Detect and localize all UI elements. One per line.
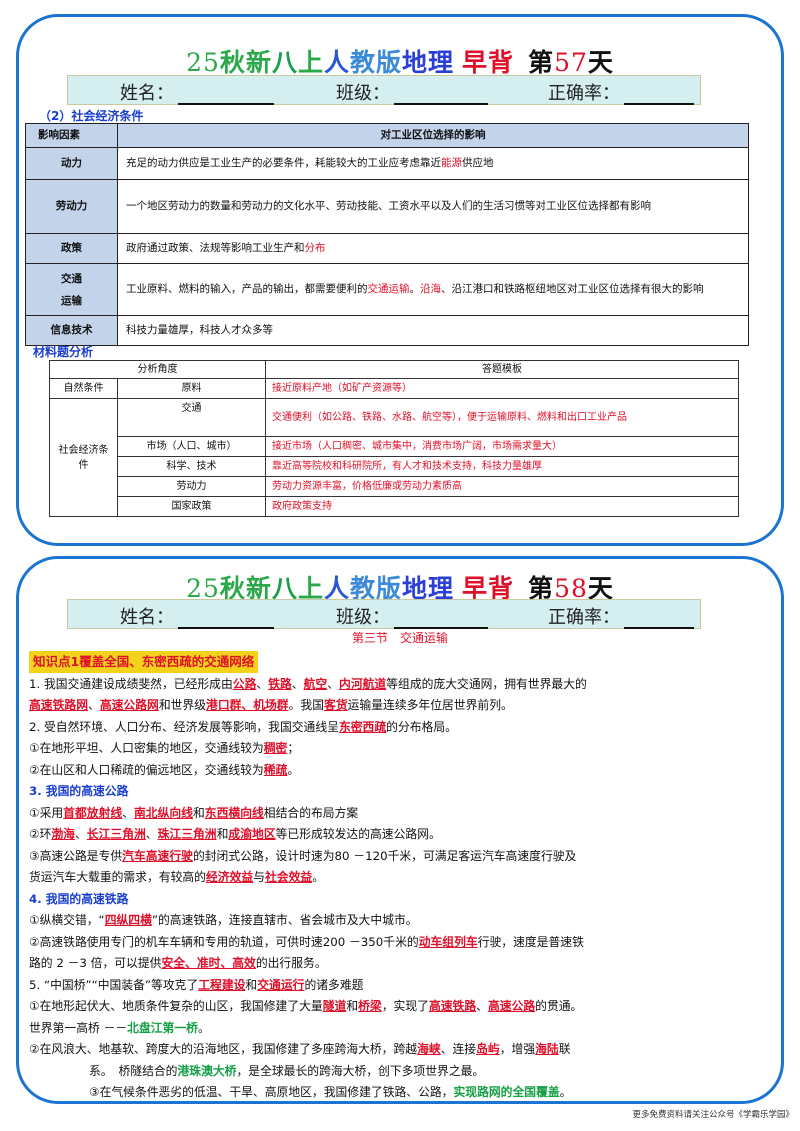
table-row: 交通运输 工业原料、燃料的输入，产品的输出，都需要便利的交通运输。沿海、沿江港口… <box>25 263 749 316</box>
day57-card: 25秋新八上人教版地理早背第57天 姓名： 班级： 正确率： （2）社会经济条件… <box>16 14 784 546</box>
class-label: 班级： <box>336 607 390 628</box>
table-row: 社会经济条件 交通 交通便利（如公路、铁路、水路、航空等），便于运输原料、燃料和… <box>49 398 739 517</box>
text-line: ②在风浪大、地基软、跨度大的沿海地区，我国修建了多座跨海大桥，跨越海峡、连接岛屿… <box>29 1042 571 1056</box>
name-label: 姓名： <box>120 607 174 628</box>
rate-blank[interactable] <box>624 85 694 105</box>
day58-card: 25秋新八上人教版地理早背第58天 姓名： 班级： 正确率： 第三节 交通运输 … <box>16 556 784 1104</box>
student-info-bar: 姓名： 班级： 正确率： <box>67 75 701 105</box>
knowledge-body: 知识点1覆盖全国、东密西疏的交通网络 1. 我国交通建设成绩斐然，已经形成由公路… <box>29 651 781 1101</box>
text-line: ①采用首都放射线、南北纵向线和东西横向线相结合的布局方案 <box>29 805 359 820</box>
table-header: 对工业区位选择的影响 <box>117 123 749 148</box>
rate-blank[interactable] <box>624 609 694 629</box>
text-line: ②环渤海、长江三角洲、珠江三角洲和成渝地区等已形成较发达的高速公路网。 <box>29 827 441 841</box>
table-row: 科学、技术 靠近高等院校和科研院所，有人才和技术支持，科技力量雄厚 <box>50 456 739 477</box>
rate-label: 正确率： <box>548 83 620 104</box>
text-line: ②高速铁路使用专门的机车车辆和专用的轨道，可供时速200 －350千米的动车组列… <box>29 934 584 949</box>
table-header: 影响因素 <box>25 123 118 148</box>
table-row: 市场（人口、城市） 接近市场（人口稠密、城市集中，消费市场广阔，市场需求量大） <box>50 436 739 457</box>
text-line: ①在地形平坦、人口密集的地区，交通线较为稠密； <box>29 741 300 755</box>
text-line: 路的 2 －3 倍，可以提供安全、准时、高效的出行服务。 <box>29 956 327 970</box>
text-line: 2. 受自然环境、人口分布、经济发展等影响，我国交通线呈东密西疏的分布格局。 <box>29 719 457 734</box>
name-label: 姓名： <box>120 83 174 104</box>
text-line: ①在地形起伏大、地质条件复杂的山区，我国修建了大量隧道和桥梁，实现了高速铁路、高… <box>29 999 583 1013</box>
text-line: 1. 我国交通建设成绩斐然，已经形成由公路、铁路、航空、内河航道等组成的庞大交通… <box>29 676 587 691</box>
table-row: 信息技术 科技力量雄厚，科技人才众多等 <box>25 315 749 346</box>
text-line: ③高速公路是专供汽车高速行驶的封闭式公路，设计时速为80 －120千米，可满足客… <box>29 848 577 863</box>
text-line: 系。 桥隧结合的港珠澳大桥，是全球最长的跨海大桥，创下多项世界之最。 <box>89 1063 485 1078</box>
section-heading: （2）社会经济条件 <box>39 109 144 123</box>
answer-template-table: 分析角度 答题模板 自然条件 原料 接近原料产地（如矿产资源等） 社会经济条件 … <box>49 360 739 517</box>
table-header: 分析角度 <box>49 360 266 379</box>
section-title: 第三节 交通运输 <box>351 631 448 645</box>
text-line: ③在气候条件恶劣的低温、干旱、高原地区，我国修建了铁路、公路，实现路网的全国覆盖… <box>89 1085 572 1099</box>
knowledge-point-banner: 知识点1覆盖全国、东密西疏的交通网络 <box>29 651 259 673</box>
name-blank[interactable] <box>178 609 274 629</box>
text-line: ①纵横交错，“四纵四横”的高速铁路，连接直辖市、省会城市及大中城市。 <box>29 913 418 927</box>
text-line: 高速铁路网、高速公路网和世界级港口群、机场群。我国客货运输量连续多年位居世界前列… <box>29 698 513 712</box>
subheading: 3. 我国的高速公路 <box>29 784 129 798</box>
table-row: 劳动力 一个地区劳动力的数量和劳动力的文化水平、劳动技能、工资水平以及人们的生活… <box>25 179 749 234</box>
subheading: 4. 我国的高速铁路 <box>29 891 129 906</box>
table-row: 劳动力 劳动力资源丰富，价格低廉或劳动力素质高 <box>50 476 739 497</box>
text-line: 5. “中国桥”“中国装备”等攻克了工程建设和交通运行的诸多难题 <box>29 977 364 992</box>
material-analysis-heading: 材料题分析 <box>33 345 94 359</box>
table-row: 政策 政府通过政策、法规等影响工业生产和分布 <box>25 233 749 264</box>
class-blank[interactable] <box>394 609 488 629</box>
text-line: ②在山区和人口稀疏的偏远地区，交通线较为稀疏。 <box>29 762 300 777</box>
day57-title: 25秋新八上人教版地理早背第57天 <box>186 48 614 77</box>
table-header: 答题模板 <box>265 360 739 379</box>
name-blank[interactable] <box>178 85 274 105</box>
table-row: 自然条件 原料 接近原料产地（如矿产资源等） <box>49 378 739 399</box>
class-blank[interactable] <box>394 85 488 105</box>
industry-factor-table: 影响因素 对工业区位选择的影响 动力 充足的动力供应是工业生产的必要条件，耗能较… <box>25 123 749 346</box>
class-label: 班级： <box>336 83 390 104</box>
footer-note: 更多免费资料请关注公众号《学霸乐学园》 <box>632 1110 794 1120</box>
student-info-bar: 姓名： 班级： 正确率： <box>67 599 701 629</box>
table-row: 国家政策 政府政策支持 <box>50 496 739 517</box>
day58-title: 25秋新八上人教版地理早背第58天 <box>186 574 614 603</box>
text-line: 货运汽车大载重的需求，有较高的经济效益与社会效益。 <box>29 870 324 884</box>
table-row: 动力 充足的动力供应是工业生产的必要条件，耗能较大的工业应考虑靠近能源供应地 <box>25 147 749 180</box>
rate-label: 正确率： <box>548 607 620 628</box>
text-line: 世界第一高桥 －－北盘江第一桥。 <box>29 1020 210 1035</box>
